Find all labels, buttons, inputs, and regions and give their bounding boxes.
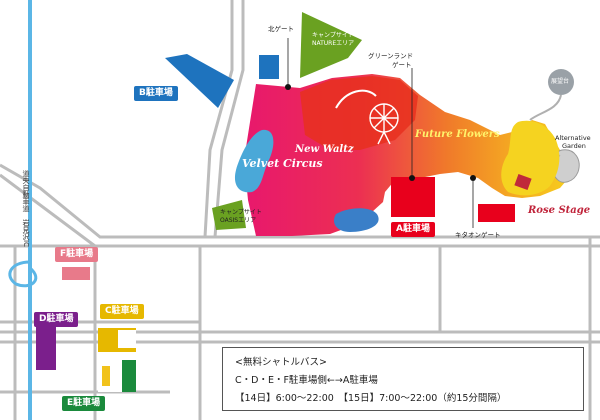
parking-d-tag: D駐車場 [34,312,79,327]
roller-coaster-icon [335,89,377,109]
shuttle-route: C・D・E・F駐車場側←→A駐車場 [235,375,378,386]
shuttle-schedule: 【14日】6:00〜22:00 【15日】7:00〜22:00（約15分間隔） [235,393,507,404]
camp-nature-area [300,12,362,78]
parking-f-block [62,267,90,280]
parking-a-tag: A駐車場 [391,222,435,237]
parking-d-block [36,325,56,370]
kitaton-gate-marker [470,175,476,181]
north-gate-marker [285,84,291,90]
parking-c-inner [118,330,136,348]
lake [234,129,274,193]
rose-stage-building [514,173,532,191]
parking-a2-area [478,204,515,222]
new-waltz-label: New Waltz [295,144,354,155]
parking-a-area [391,177,435,217]
shuttle-title: <無料シャトルバス> [235,357,327,368]
kitaton-gate-label: キタオンゲート [455,231,501,239]
north-gate-building [259,55,279,79]
interchange [8,260,38,288]
greenland-gate-label-2: ゲート [392,61,412,69]
greenland-gate-marker [409,175,415,181]
camp-nature-label-2: NATUREエリア [312,40,355,47]
parking-e-tag: E駐車場 [62,396,106,411]
north-gate-label: 北ゲート [268,25,294,33]
shuttle-info-box: <無料シャトルバス> C・D・E・F駐車場側←→A駐車場 【14日】6:00〜2… [222,347,584,411]
camp-oasis-label-1: キャンプサイト [220,209,262,216]
camp-nature-label-1: キャンプサイト [312,32,354,39]
highway-label: 道央自動車道 岩見沢IC [22,170,30,247]
alt-garden-label-1: Alternative [555,134,591,142]
greenland-gate-label-1: グリーンランド [368,52,414,60]
rose-garden [501,120,560,196]
parking-e-core [102,366,110,386]
leader-lines [287,38,474,228]
alt-garden-label-2: Garden [562,142,586,150]
rose-stage-label: Rose Stage [528,205,591,216]
future-flowers-label: Future Flowers [415,129,500,140]
parking-f-tag: F駐車場 [55,247,99,262]
camp-oasis-label-2: OASISエリア [220,217,257,224]
observatory-marker [548,69,574,95]
parking-b-tag: B駐車場 [134,86,178,101]
camp-oasis-area [212,200,246,230]
velvet-circus-label: Velvet Circus [242,157,323,170]
parking-c-tag: C駐車場 [100,304,144,319]
ferris-wheel-icon [369,103,399,145]
pond [333,208,379,232]
parking-b-area [165,54,234,108]
observatory-label: 展望台 [551,78,570,85]
